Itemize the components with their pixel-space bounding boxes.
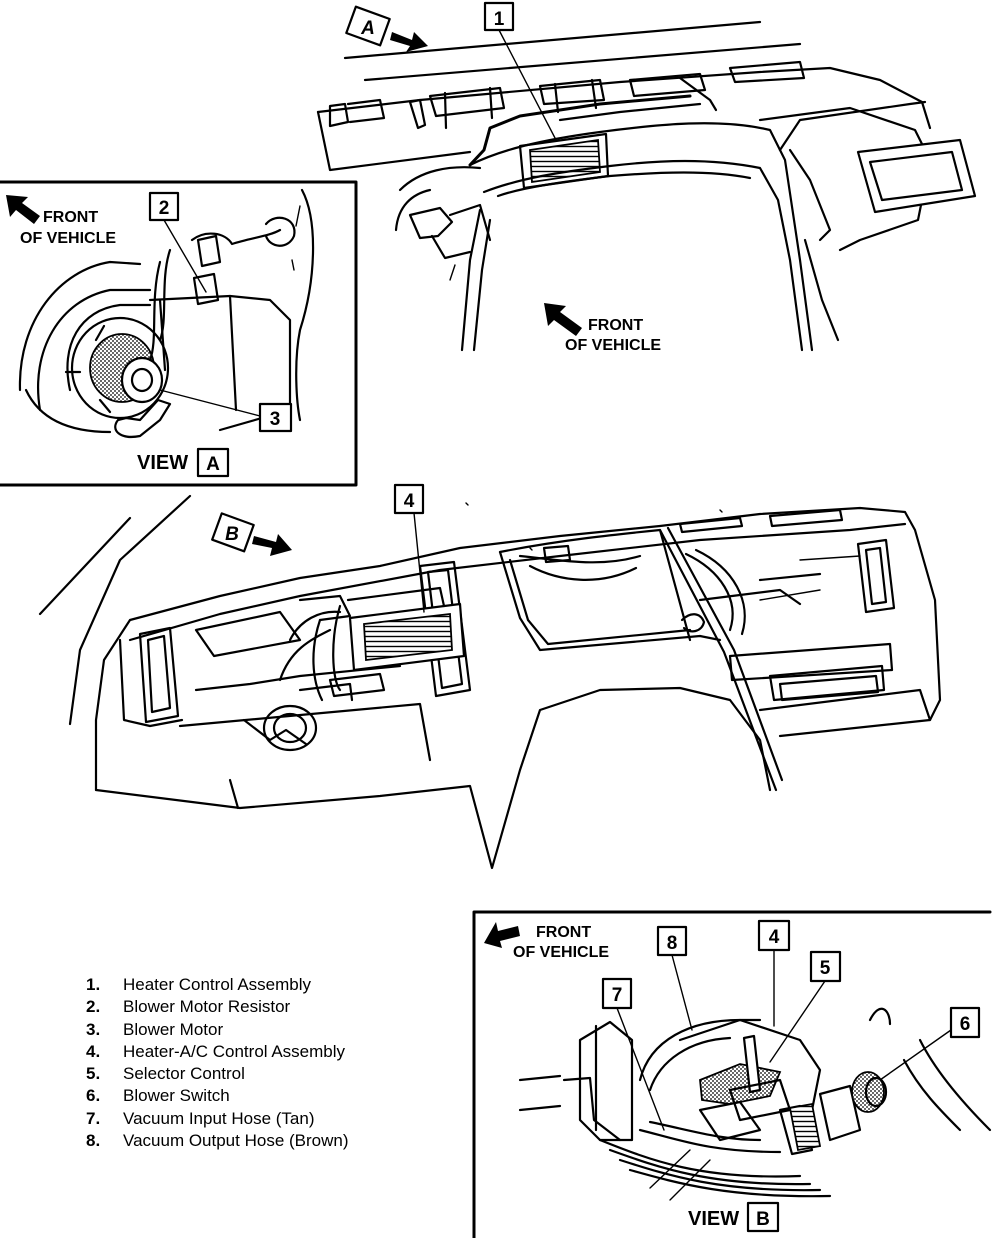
callout-7: 7 (601, 977, 665, 1131)
svg-text:5: 5 (820, 958, 831, 979)
svg-text:6: 6 (960, 1014, 971, 1035)
svg-text:2: 2 (159, 198, 170, 219)
legend-item: 8.Vacuum Output Hose (Brown) (86, 1131, 349, 1151)
svg-text:OF VEHICLE: OF VEHICLE (20, 230, 116, 247)
legend-item: 3.Blower Motor (86, 1019, 224, 1039)
svg-text:FRONT: FRONT (536, 924, 591, 941)
view-a-box: A (206, 454, 220, 475)
front-arrow-icon-b (484, 922, 520, 948)
view-a-label: VIEW (137, 452, 188, 474)
svg-text:OF VEHICLE: OF VEHICLE (513, 944, 609, 961)
front-arrow-icon (6, 195, 40, 224)
legend-item: 4.Heater-A/C Control Assembly (86, 1041, 346, 1061)
view-a-tag: A (360, 18, 375, 39)
callout-4-dash: 4 (393, 483, 425, 613)
callout-8: 8 (656, 925, 693, 1031)
svg-text:8: 8 (667, 933, 678, 954)
legend-item: 6.Blower Switch (86, 1086, 230, 1106)
callout-5: 5 (769, 950, 842, 1063)
svg-text:OF VEHICLE: OF VEHICLE (565, 337, 661, 354)
svg-text:FRONT: FRONT (43, 209, 98, 226)
view-b-tag: B (225, 524, 239, 545)
legend-item: 2.Blower Motor Resistor (86, 997, 291, 1017)
callout-1: 1 (483, 1, 556, 139)
callout-6: 6 (879, 1006, 981, 1081)
view-b-inset: FRONT OF VEHICLE 8 (472, 910, 992, 1238)
svg-text:3: 3 (270, 409, 281, 430)
svg-text:1: 1 (494, 9, 505, 30)
top-dash-illustration: A 1 FRONT OF VEHICLE (316, 1, 977, 354)
dashboard-illustration: B (38, 483, 942, 870)
callout-4-inset: 4 (757, 919, 791, 1027)
svg-text:7: 7 (612, 985, 623, 1006)
view-a-inset: FRONT OF VEHICLE 2 (0, 180, 358, 487)
view-b-arrow: B (211, 512, 292, 556)
svg-text:FRONT: FRONT (588, 317, 643, 334)
front-of-vehicle-top: FRONT OF VEHICLE (544, 303, 661, 354)
callout-2: 2 (148, 191, 207, 293)
legend-list: 1.Heater Control Assembly 2.Blower Motor… (86, 975, 349, 1153)
legend-item: 5.Selector Control (86, 1064, 245, 1084)
view-a-arrow: A (345, 5, 428, 52)
legend-item: 1.Heater Control Assembly (86, 975, 312, 994)
callout-3: 3 (159, 389, 293, 433)
view-b-label: VIEW (688, 1208, 739, 1230)
view-b-box: B (756, 1209, 770, 1230)
svg-text:4: 4 (404, 491, 415, 512)
legend-item: 7.Vacuum Input Hose (Tan) (86, 1108, 315, 1128)
svg-text:4: 4 (769, 927, 780, 948)
